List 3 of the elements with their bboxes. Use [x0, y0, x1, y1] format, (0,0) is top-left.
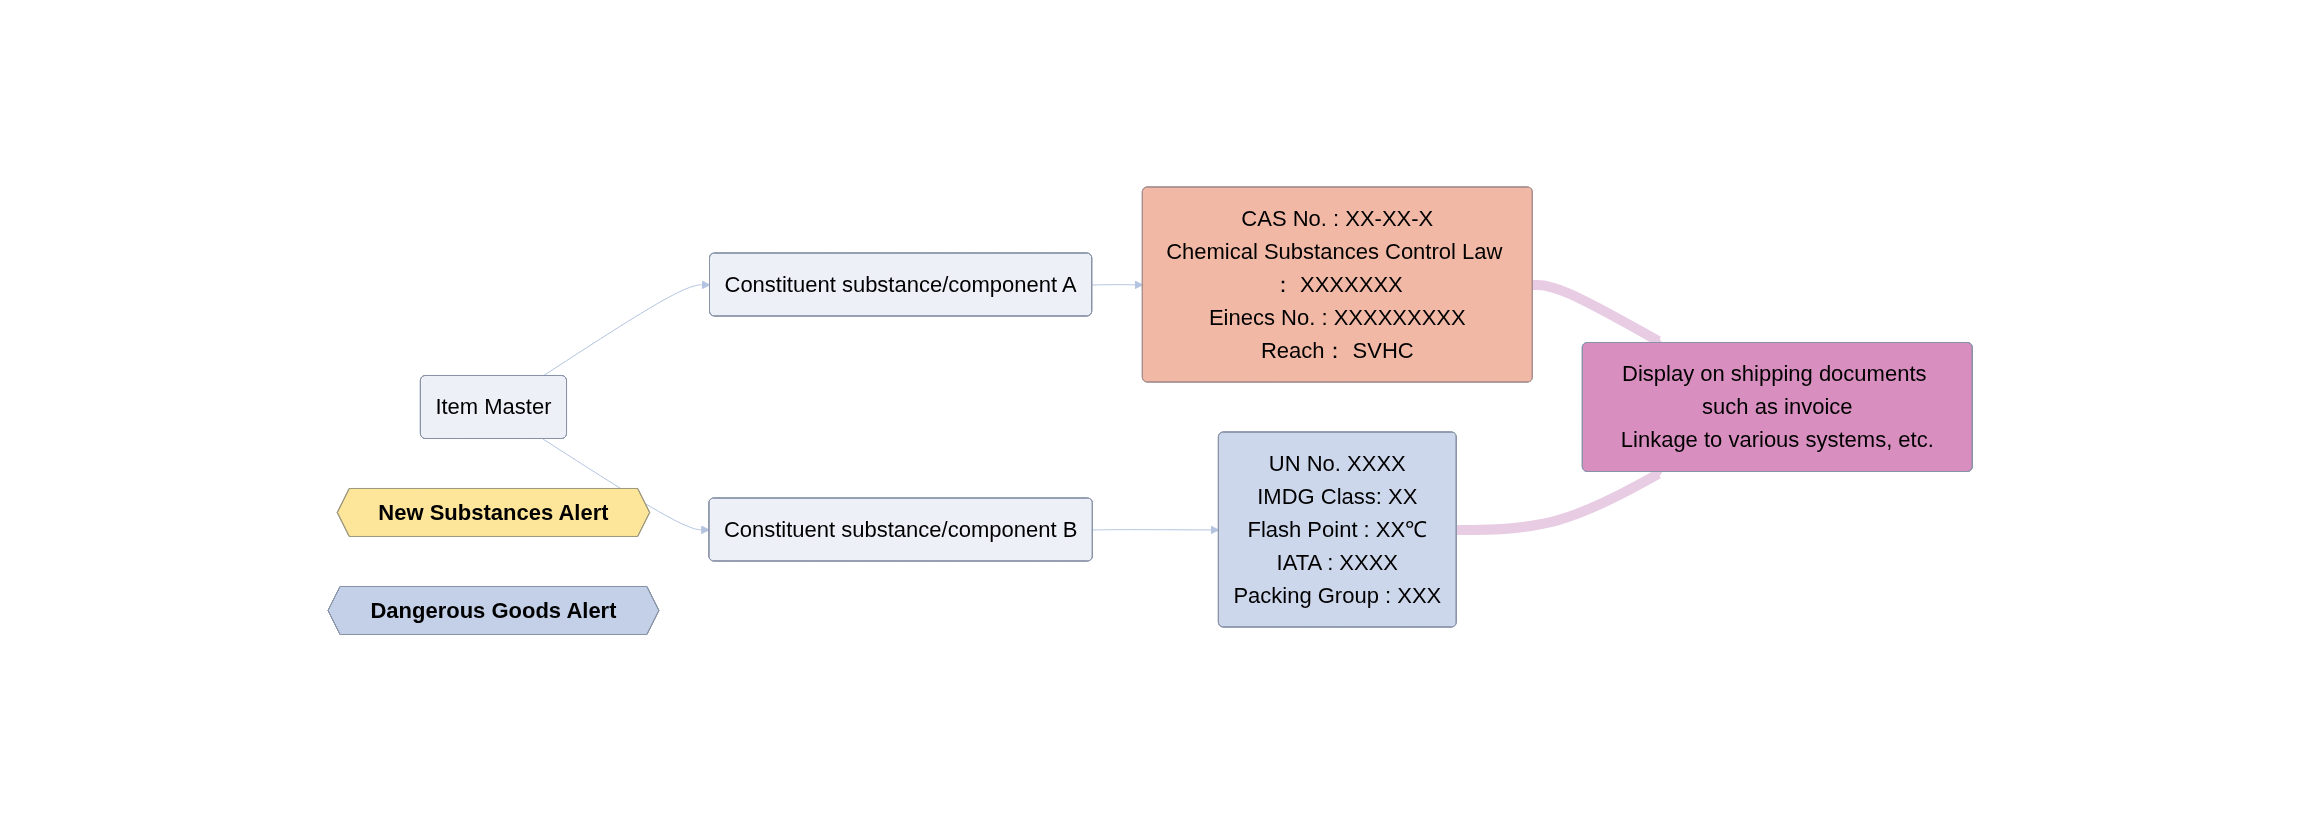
- arrow: [1091, 280, 1144, 290]
- arrow: [1092, 525, 1220, 535]
- arrow: [542, 280, 711, 377]
